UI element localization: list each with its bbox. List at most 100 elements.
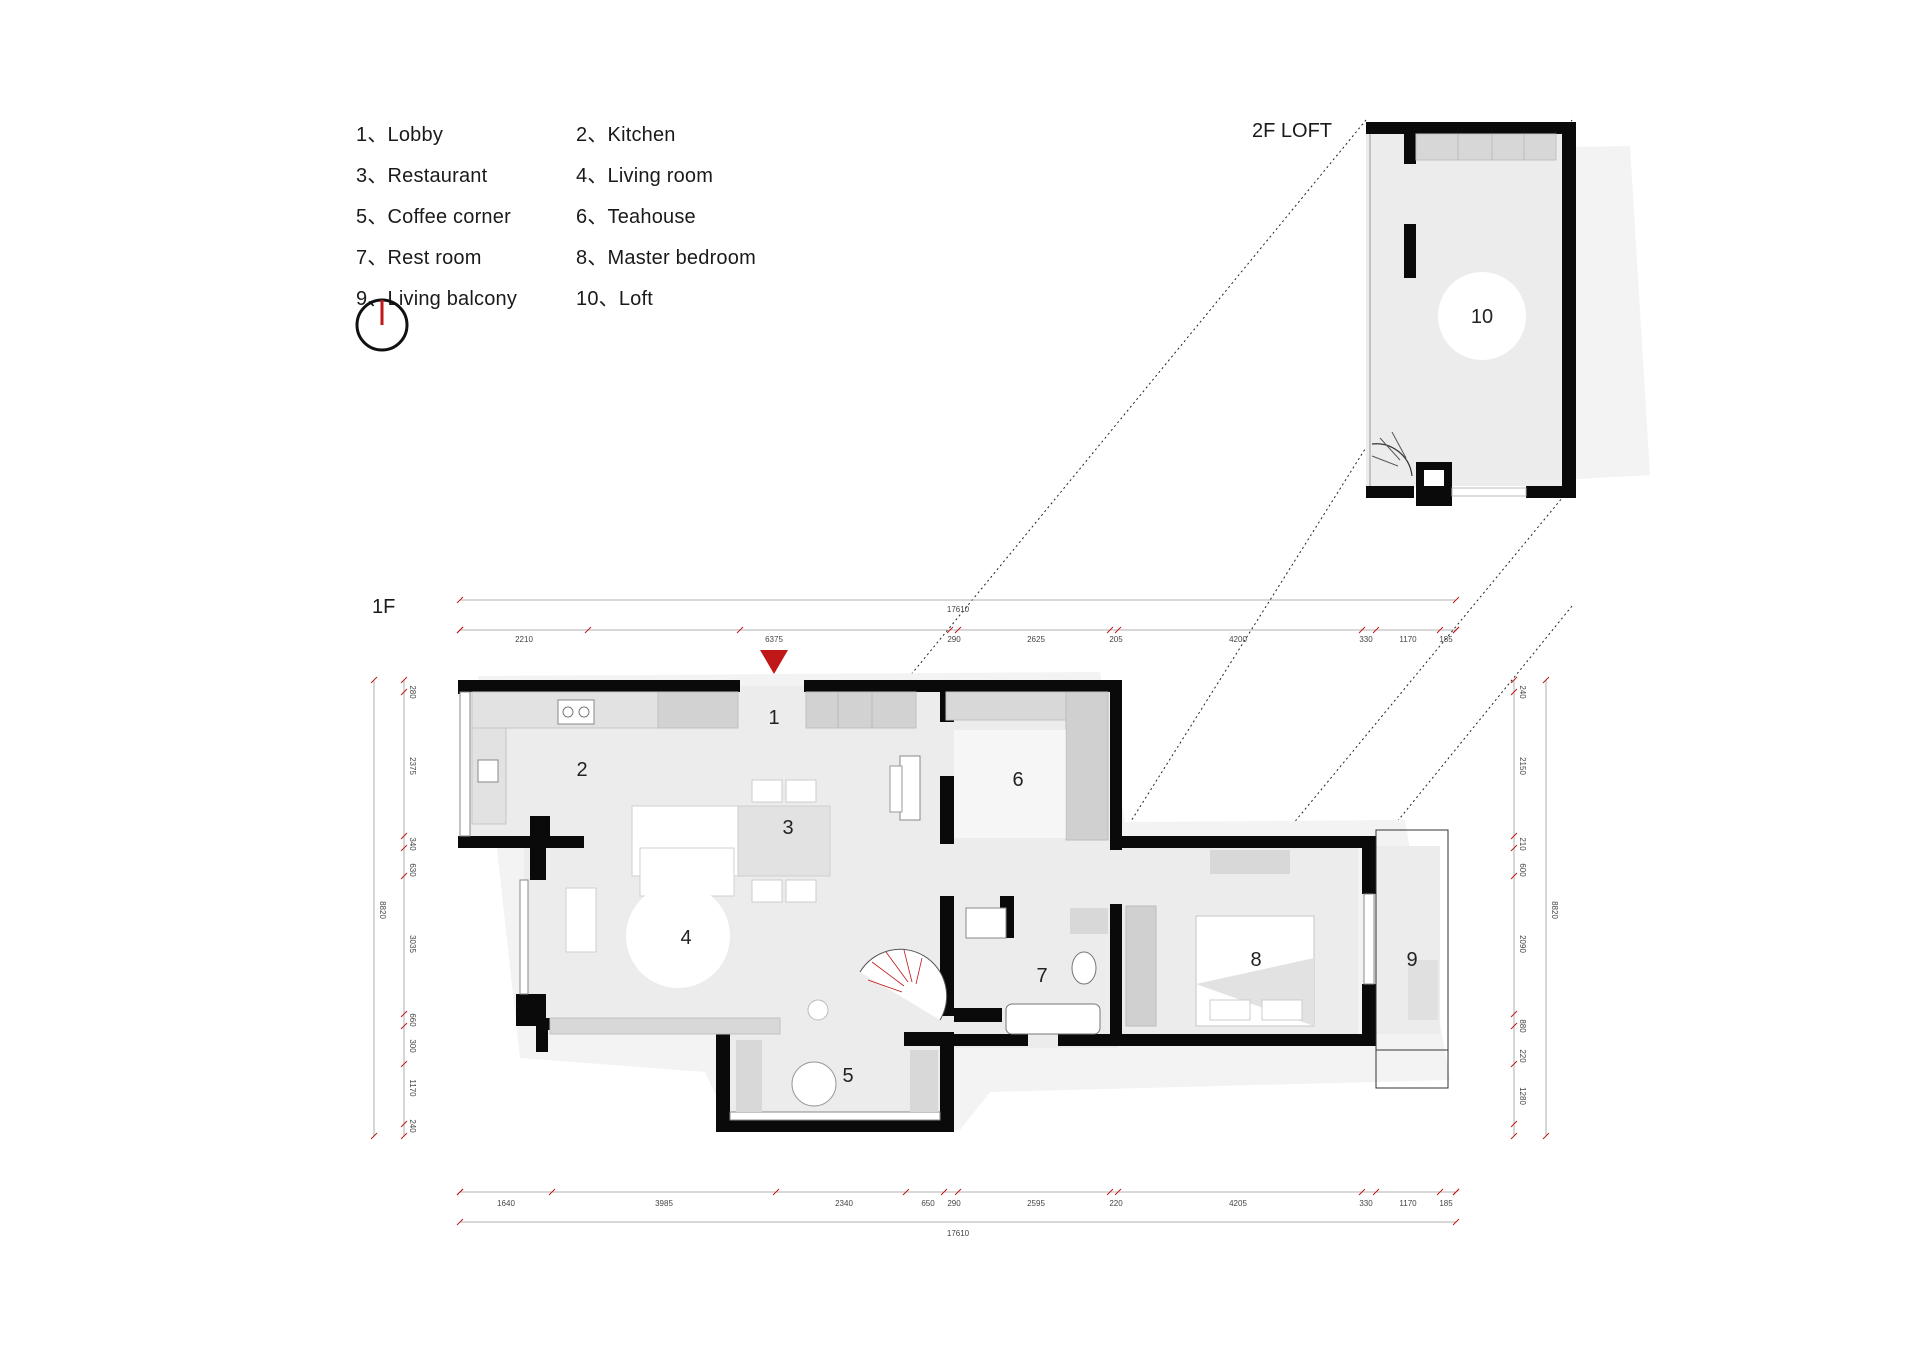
dimension-labels: 17610 17610 8820 8820 2210 6375 290 2625… xyxy=(378,605,1559,1238)
dim-bottom-seg: 330 xyxy=(1359,1199,1373,1208)
dimension-tick xyxy=(1510,1022,1518,1030)
bedroom-desk xyxy=(1210,850,1290,874)
dimension-tick xyxy=(1510,1060,1518,1068)
legend-item-lobby: 1、Lobby xyxy=(356,124,444,146)
window-kitchen xyxy=(459,691,471,837)
pillow xyxy=(1209,999,1251,1021)
loft-wall-top xyxy=(1366,122,1576,134)
dining-chair xyxy=(785,779,817,803)
wall-living-notch-top xyxy=(530,846,546,880)
window-bedroom xyxy=(1363,893,1375,985)
dimension-tick xyxy=(772,1188,780,1196)
coffee-shelf-right xyxy=(910,1050,938,1112)
lounge-chair xyxy=(791,1061,837,1107)
dimension-tick xyxy=(946,626,954,634)
wall-top-bedroom xyxy=(1110,836,1376,848)
dimension-tick xyxy=(1510,1120,1518,1128)
window-coffee xyxy=(729,1111,941,1121)
room-number-4: 4 xyxy=(680,927,691,949)
loft-cabinets xyxy=(1415,133,1557,161)
wall-teahouse-left-bottom xyxy=(940,776,954,844)
bathtub-icon xyxy=(1005,1003,1101,1035)
dim-left-seg: 1170 xyxy=(408,1079,417,1097)
loft-wall-bottom-right xyxy=(1526,486,1576,498)
wall-restroom-bottom-left xyxy=(954,1034,1028,1046)
teahouse-shelving xyxy=(1065,691,1109,841)
dim-bottom-seg: 3985 xyxy=(655,1199,673,1208)
wall-corner-tl xyxy=(458,680,470,694)
dimension-tick xyxy=(1358,626,1366,634)
dimension-tick xyxy=(400,1120,408,1128)
dim-top-seg: 6375 xyxy=(765,635,783,644)
dimension-tick xyxy=(456,626,464,634)
dim-bottom-seg: 2595 xyxy=(1027,1199,1045,1208)
wall-bedroom-left xyxy=(1110,904,1122,1046)
dimension-tick xyxy=(456,1188,464,1196)
dimension-tick xyxy=(1372,626,1380,634)
first-floor-plan: 1 2 3 4 5 6 7 8 9 xyxy=(458,650,1450,1132)
wall-coffee-right xyxy=(940,1032,954,1132)
loft-wall-bottom-left xyxy=(1366,486,1414,498)
dim-left-seg: 3035 xyxy=(408,935,417,953)
windows xyxy=(459,691,1449,1121)
loft-bottom-window xyxy=(1451,487,1527,497)
dining-table xyxy=(737,805,831,877)
dimension-tick xyxy=(1452,1188,1460,1196)
kitchen-counters xyxy=(471,691,917,825)
legend-item-master-bedroom: 8、Master bedroom xyxy=(576,247,756,269)
dim-top-seg: 330 xyxy=(1359,635,1373,644)
dimension-tick xyxy=(1542,1132,1550,1140)
dim-right-seg: 210 xyxy=(1518,837,1527,851)
side-table xyxy=(807,999,829,1021)
dimension-tick xyxy=(1510,676,1518,684)
loft-plan: 10 xyxy=(1366,122,1650,506)
dim-right-seg: 2150 xyxy=(1518,757,1527,775)
first-floor-label: 1F xyxy=(372,596,396,618)
wardrobe xyxy=(1125,905,1157,1027)
dim-left-seg: 300 xyxy=(408,1039,417,1053)
legend-item-loft: 10、Loft xyxy=(576,288,654,310)
dimension-tick xyxy=(1372,1188,1380,1196)
wall-kitchen-notch xyxy=(530,816,550,846)
wall-coffee-left xyxy=(716,1018,730,1130)
wall-top-left xyxy=(458,680,740,692)
dimension-tick xyxy=(400,1060,408,1068)
dim-top-seg: 2625 xyxy=(1027,635,1045,644)
balcony-outline xyxy=(1375,829,1449,1089)
legend-item-rest-room: 7、Rest room xyxy=(356,247,482,269)
dim-top-seg: 1170 xyxy=(1399,635,1417,644)
room-number-10: 10 xyxy=(1471,306,1493,328)
wall-bedroom-right-upper xyxy=(1362,836,1376,894)
dimension-tick xyxy=(1510,1010,1518,1018)
dim-left-seg: 630 xyxy=(408,863,417,877)
dim-right-total: 8820 xyxy=(1550,901,1559,919)
stove-icon xyxy=(557,699,595,725)
loft-round-rug xyxy=(1438,272,1526,360)
loft-wall-stub-mid xyxy=(1404,224,1416,278)
wall-living-corner xyxy=(536,1018,548,1052)
dimension-tick xyxy=(1510,688,1518,696)
dim-bottom-seg: 290 xyxy=(947,1199,961,1208)
entrance-marker xyxy=(760,650,788,674)
room-number-7: 7 xyxy=(1036,965,1047,987)
teahouse-mat xyxy=(954,730,1066,838)
dim-bottom-seg: 1170 xyxy=(1399,1199,1417,1208)
legend-item-coffee-corner: 5、Coffee corner xyxy=(356,206,511,228)
loft-wall-stub-top xyxy=(1404,134,1416,164)
room-number-8: 8 xyxy=(1250,949,1261,971)
room-number-6: 6 xyxy=(1012,769,1023,791)
teahouse-cabinet xyxy=(945,691,1067,721)
dim-bottom-seg: 2340 xyxy=(835,1199,853,1208)
dimension-tick xyxy=(1436,1188,1444,1196)
projection-lines xyxy=(904,119,1573,1061)
dim-left-seg: 240 xyxy=(408,1119,417,1133)
dim-right-seg: 1280 xyxy=(1518,1087,1527,1105)
toilet-icon xyxy=(1071,951,1097,985)
dim-right-seg: 2090 xyxy=(1518,935,1527,953)
wall-bedroom-right-lower xyxy=(1362,984,1376,1044)
dimension-tick xyxy=(370,676,378,684)
dimension-tick xyxy=(902,1188,910,1196)
loft-floor-label: 2F LOFT xyxy=(1252,120,1333,142)
legend-item-restaurant: 3、Restaurant xyxy=(356,165,488,187)
dim-top-total: 17610 xyxy=(947,605,970,614)
